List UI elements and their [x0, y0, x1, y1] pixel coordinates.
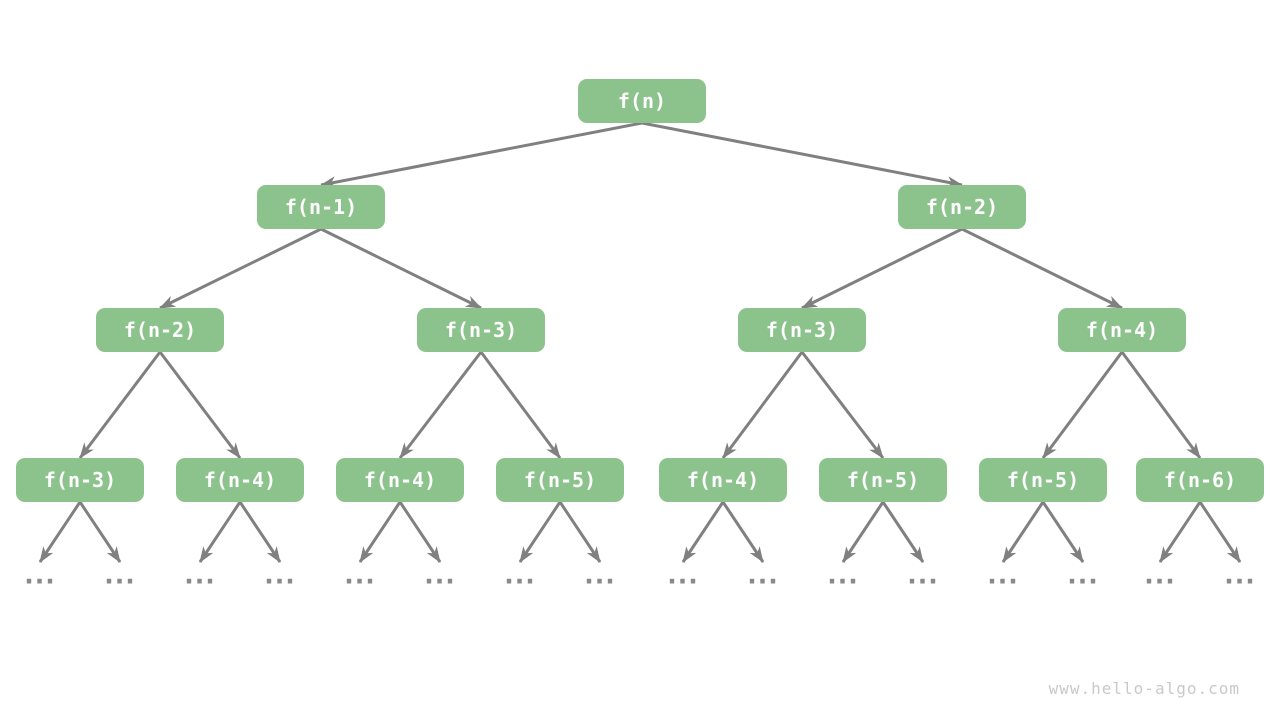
tree-edge-l2-1-l3-3: [961, 227, 1123, 310]
ellipsis-leaf-9: ...: [747, 560, 779, 590]
tree-edge-l3-2-l4-5: [800, 351, 885, 459]
leaf-edge-7: [558, 501, 602, 563]
leaf-edge-10: [841, 501, 885, 563]
leaf-edge-3: [238, 501, 282, 563]
tree-edge-l2-0-l3-1: [320, 227, 482, 310]
tree-edge-l2-0-l3-0: [159, 227, 322, 310]
ellipsis-leaf-7: ...: [584, 560, 616, 590]
ellipsis-leaf-15: ...: [1224, 560, 1256, 590]
ellipsis-leaf-5: ...: [424, 560, 456, 590]
ellipsis-leaf-4: ...: [344, 560, 376, 590]
tree-node-root: f(n): [578, 79, 706, 123]
tree-node-l4-2: f(n-4): [336, 458, 464, 502]
tree-node-l4-3: f(n-5): [496, 458, 624, 502]
ellipsis-leaf-13: ...: [1067, 560, 1099, 590]
leaf-edge-14: [1158, 501, 1202, 563]
tree-edge-l3-2-l4-4: [721, 351, 804, 459]
leaf-edge-2: [198, 501, 242, 563]
tree-node-l4-0: f(n-3): [16, 458, 144, 502]
tree-edge-l3-1-l4-2: [398, 351, 483, 459]
watermark: www.hello-algo.com: [1048, 679, 1240, 698]
tree-edge-l3-1-l4-3: [479, 351, 562, 459]
tree-node-l2-1: f(n-2): [898, 185, 1026, 229]
ellipsis-leaf-2: ...: [184, 560, 216, 590]
tree-node-l4-1: f(n-4): [176, 458, 304, 502]
tree-node-l3-3: f(n-4): [1058, 308, 1186, 352]
tree-edge-l3-0-l4-1: [158, 351, 242, 459]
tree-edge-l3-3-l4-6: [1041, 351, 1124, 459]
leaf-edge-5: [398, 501, 442, 563]
ellipsis-leaf-10: ...: [827, 560, 859, 590]
leaf-edge-9: [721, 501, 765, 563]
leaf-edge-12: [1001, 501, 1045, 563]
ellipsis-leaf-8: ...: [667, 560, 699, 590]
leaf-edge-15: [1198, 501, 1242, 563]
tree-node-l2-0: f(n-1): [257, 185, 385, 229]
tree-edge-l2-1-l3-2: [801, 227, 963, 310]
leaf-edge-4: [358, 501, 402, 563]
leaf-edge-11: [881, 501, 925, 563]
tree-node-l4-7: f(n-6): [1136, 458, 1264, 502]
tree-node-l3-2: f(n-3): [738, 308, 866, 352]
leaf-edge-1: [78, 501, 122, 563]
ellipsis-leaf-0: ...: [24, 560, 56, 590]
tree-node-l4-4: f(n-4): [659, 458, 787, 502]
leaf-edge-6: [518, 501, 562, 563]
leaf-edge-8: [681, 501, 725, 563]
tree-node-l4-6: f(n-5): [979, 458, 1107, 502]
leaf-edge-0: [38, 501, 82, 563]
ellipsis-leaf-6: ...: [504, 560, 536, 590]
tree-edge-root-l2-1: [641, 121, 963, 189]
tree-node-l4-5: f(n-5): [819, 458, 947, 502]
tree-edge-l3-0-l4-0: [78, 351, 162, 459]
tree-node-l3-0: f(n-2): [96, 308, 224, 352]
ellipsis-leaf-3: ...: [264, 560, 296, 590]
leaf-edge-13: [1041, 501, 1085, 563]
tree-node-l3-1: f(n-3): [417, 308, 545, 352]
ellipsis-leaf-14: ...: [1144, 560, 1176, 590]
ellipsis-leaf-11: ...: [907, 560, 939, 590]
tree-edge-root-l2-0: [320, 121, 643, 189]
ellipsis-leaf-12: ...: [987, 560, 1019, 590]
ellipsis-leaf-1: ...: [104, 560, 136, 590]
tree-edge-l3-3-l4-7: [1120, 351, 1202, 459]
